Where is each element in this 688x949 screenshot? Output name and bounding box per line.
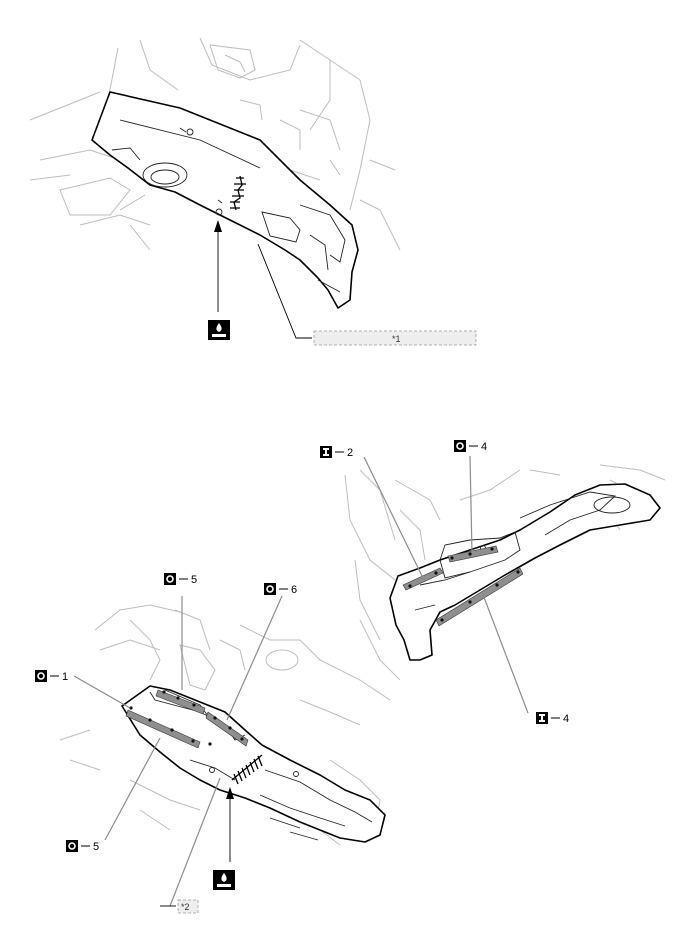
right-view-leaders	[363, 455, 529, 714]
bottom-view-leaders	[73, 595, 283, 907]
o-weld-marker-icon	[164, 573, 176, 585]
top-view-sealer-line	[230, 175, 246, 211]
callout-box-2: *2	[177, 899, 199, 914]
right-view-background-body	[344, 464, 666, 681]
weld-strip-i2	[402, 567, 444, 591]
label-i-4-number: 4	[563, 713, 569, 725]
right-view-weld-strips	[402, 545, 524, 627]
weld-strip-o1	[125, 709, 201, 749]
bottom-view-sealer-arrow	[226, 787, 234, 862]
label-o-5-bottom-number: 5	[93, 841, 99, 853]
top-view-sealer-arrow	[214, 220, 222, 312]
label-o-1: 1	[35, 670, 68, 683]
label-o-5-top: 5	[164, 573, 197, 586]
label-i-2-number: 2	[347, 447, 353, 459]
top-sealer-gun-icon	[208, 320, 230, 340]
callout-2-text: *2	[181, 902, 190, 912]
weld-strip-o5-top	[155, 689, 206, 715]
callout-1-text: *1	[392, 334, 401, 344]
bottom-sealer-gun-icon	[213, 870, 235, 890]
top-view-crossmember	[91, 91, 359, 309]
label-i-2: 2	[320, 446, 353, 459]
label-o-4: 4	[454, 440, 487, 453]
label-o-4-number: 4	[481, 441, 487, 453]
weld-strip-i4	[435, 567, 524, 627]
callout-1-leader	[257, 243, 312, 339]
label-o-1-number: 1	[62, 671, 68, 683]
o-weld-marker-icon	[264, 583, 276, 595]
o-weld-marker-icon	[35, 670, 47, 682]
label-o-5-top-number: 5	[191, 574, 197, 586]
weld-strip-o4	[447, 545, 499, 563]
o-weld-marker-icon	[454, 440, 466, 452]
label-o-6: 6	[264, 583, 297, 596]
weld-strip-o6	[205, 711, 249, 747]
bottom-view-sealer-line	[231, 754, 263, 785]
label-o-5-bottom: 5	[66, 840, 99, 853]
callout-box-1: *1	[313, 330, 477, 346]
o-weld-marker-icon	[66, 840, 78, 852]
label-i-4: 4	[536, 712, 569, 725]
bottom-view-weld-strips	[125, 689, 249, 749]
right-view-crossmember	[389, 483, 661, 661]
bottom-view-crossmember	[121, 685, 386, 843]
label-o-6-number: 6	[291, 584, 297, 596]
